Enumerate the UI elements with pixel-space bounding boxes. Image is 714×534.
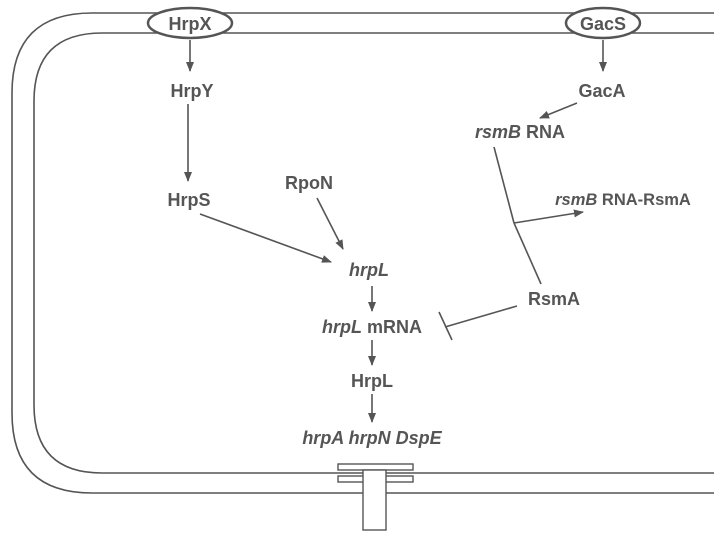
hrpx-label: HrpX bbox=[168, 14, 211, 34]
rsmb-rna-label: rsmB RNA bbox=[475, 122, 565, 142]
inhibition-line-rsma bbox=[444, 305, 518, 328]
rpon-label: RpoN bbox=[285, 173, 333, 193]
outer-membrane bbox=[11, 12, 714, 494]
rsmb-gene: rsmB bbox=[475, 122, 521, 142]
gaca-label: GacA bbox=[578, 81, 625, 101]
targets-label: hrpA hrpN DspE bbox=[302, 428, 442, 448]
hrpl-mrna-gene: hrpL bbox=[322, 317, 362, 337]
rsmb-suffix: RNA bbox=[526, 122, 565, 142]
hrpl-gene-label: hrpL bbox=[349, 260, 389, 280]
complex-gene: rsmB bbox=[555, 191, 597, 209]
gacs-sensor-oval bbox=[564, 6, 642, 40]
rsmb-rsma-complex-label: rsmB RNA-RsmA bbox=[555, 191, 691, 209]
gacs-label: GacS bbox=[580, 14, 626, 34]
secretion-apparatus bbox=[337, 463, 414, 531]
hrps-label: HrpS bbox=[167, 190, 210, 210]
hrpl-mrna-suffix: mRNA bbox=[367, 317, 422, 337]
complex-suffix: RNA-RsmA bbox=[602, 191, 691, 209]
hrpl-protein-label: HrpL bbox=[351, 371, 393, 391]
hrpx-sensor-oval bbox=[146, 6, 234, 40]
rsmb-binding-line bbox=[493, 146, 515, 224]
target-hrpn: hrpN bbox=[349, 428, 392, 448]
target-hrpa: hrpA bbox=[302, 428, 343, 448]
inhibition-bar bbox=[438, 311, 453, 341]
arrow-hrps-to-hrpl bbox=[199, 213, 332, 263]
hrpy-label: HrpY bbox=[170, 81, 213, 101]
rsma-label: RsmA bbox=[528, 289, 580, 309]
rsma-binding-line bbox=[513, 222, 542, 285]
hrpl-mrna-label: hrpL mRNA bbox=[322, 317, 422, 337]
arrow-to-rsmb-rsma-complex bbox=[513, 209, 584, 224]
arrow-gaca-to-rsmb bbox=[539, 102, 578, 119]
target-dspe: DspE bbox=[396, 428, 443, 448]
inner-membrane bbox=[33, 32, 714, 474]
arrow-rpon-to-hrpl bbox=[316, 197, 344, 250]
